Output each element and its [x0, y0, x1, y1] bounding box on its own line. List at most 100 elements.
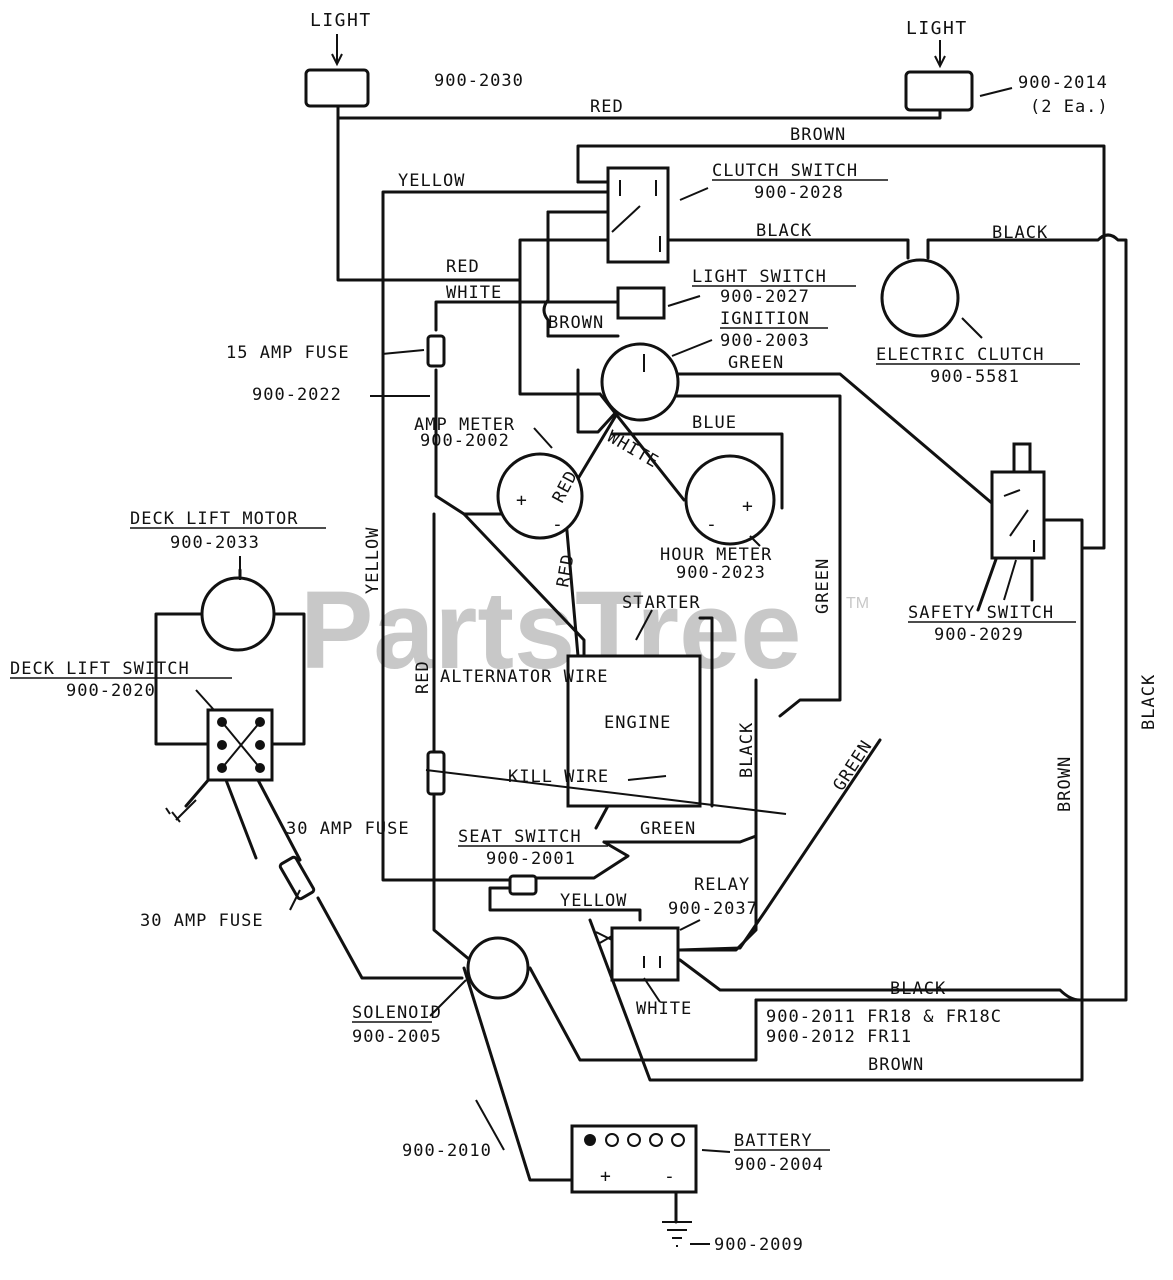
label-wire-green-seat: GREEN — [640, 819, 696, 839]
label-deck-lift-motor: DECK LIFT MOTOR — [130, 509, 299, 529]
wire-red-solenoid — [432, 794, 472, 962]
battery-plus: + — [600, 1166, 612, 1187]
label-safety-switch-part: 900-2029 — [934, 625, 1024, 645]
light-switch — [616, 286, 666, 320]
label-wire-red-top: RED — [590, 97, 624, 117]
wire-engine-right — [698, 616, 714, 808]
battery-minus: - — [664, 1166, 676, 1187]
fuse-15-amp — [426, 334, 446, 368]
label-light-switch-part: 900-2027 — [720, 287, 810, 307]
label-fuse-30-a: 30 AMP FUSE — [286, 819, 410, 839]
label-seat-switch: SEAT SWITCH — [458, 827, 582, 847]
hour-meter-plus: + — [742, 496, 754, 517]
label-wire-yellow-vert: YELLOW — [363, 527, 383, 594]
label-wire-brown-switch: BROWN — [548, 313, 604, 333]
label-amp-meter: AMP METER — [414, 415, 515, 435]
wire-green-diag — [678, 738, 882, 952]
label-relay: RELAY — [694, 875, 750, 895]
deck-lift-motor — [200, 576, 276, 652]
label-ignition-part: 900-2003 — [720, 331, 810, 351]
label-wire-white-switch: WHITE — [446, 283, 502, 303]
label-cable-pos: 900-2010 — [402, 1141, 492, 1161]
wire-black-right — [754, 233, 1128, 1002]
amp-meter-minus: - — [552, 514, 564, 535]
light-left — [304, 68, 370, 108]
label-wire-black-bottom: BLACK — [890, 979, 946, 999]
label-wire-brown-top: BROWN — [790, 125, 846, 145]
amp-meter — [496, 452, 584, 540]
label-wire-blue: BLUE — [692, 413, 737, 433]
clutch-switch — [606, 166, 670, 264]
label-wire-black-right: BLACK — [992, 223, 1048, 243]
label-light-right-part: 900-2014 — [1018, 73, 1108, 93]
fuse-30-amp-vertical — [426, 750, 446, 796]
engine — [566, 654, 702, 808]
wire-left-light-down — [336, 116, 522, 282]
solenoid — [466, 936, 530, 1000]
label-fuse-15: 15 AMP FUSE — [226, 343, 350, 363]
label-light-right-qty: (2 Ea.) — [1030, 97, 1109, 117]
label-starter: STARTER — [622, 593, 701, 613]
label-cable-neg-2: 900-2012 FR11 — [766, 1027, 912, 1047]
label-light-wire-part: 900-2030 — [434, 71, 524, 91]
wire-black-clutch — [664, 238, 910, 260]
label-wire-green-ign: GREEN — [728, 353, 784, 373]
label-wire-yellow-seat: YELLOW — [560, 891, 627, 911]
label-wire-black-clutch: BLACK — [756, 221, 812, 241]
label-wire-white-relay: WHITE — [636, 999, 692, 1019]
hour-meter — [684, 454, 776, 546]
label-light-right: LIGHT — [906, 18, 968, 39]
label-light-left: LIGHT — [310, 10, 372, 31]
wire-brown-top — [576, 144, 1106, 550]
label-relay-part: 900-2037 — [668, 899, 758, 919]
wire-black-vert — [602, 678, 758, 844]
deck-ground-icon — [165, 799, 197, 823]
label-clutch-switch-part: 900-2028 — [754, 183, 844, 203]
label-alternator: ALTERNATOR WIRE — [440, 667, 609, 687]
relay — [610, 926, 680, 982]
label-wire-red-switch: RED — [446, 257, 480, 277]
seat-switch — [508, 874, 538, 896]
wire-15a-amp — [434, 368, 522, 516]
wire-to-starter — [462, 512, 586, 658]
label-fuse-30-b: 30 AMP FUSE — [140, 911, 264, 931]
wire-seat — [534, 840, 630, 880]
label-safety-switch: SAFETY SWITCH — [908, 603, 1054, 623]
ignition — [600, 342, 680, 422]
fuse-30-amp-diagonal — [278, 855, 316, 901]
label-solenoid: SOLENOID — [352, 1003, 442, 1023]
label-amp-meter-part: 900-2002 — [420, 431, 510, 451]
label-hour-meter: HOUR METER — [660, 545, 772, 565]
label-cable-neg-1: 900-2011 FR18 & FR18C — [766, 1007, 1002, 1027]
label-wire-black-vert: BLACK — [737, 722, 757, 778]
wire-deck-ground — [184, 776, 212, 808]
wire-deck-right — [270, 612, 306, 746]
ground-icon — [662, 1221, 692, 1247]
label-wire-black-far: BLACK — [1139, 674, 1159, 730]
safety-switch — [990, 470, 1046, 560]
wire-yellow-seat — [381, 868, 512, 882]
wire-clutch-red — [518, 238, 610, 396]
label-electric-clutch-part: 900-5581 — [930, 367, 1020, 387]
label-electric-clutch: ELECTRIC CLUTCH — [876, 345, 1045, 365]
label-wire-yellow-clutch: YELLOW — [398, 171, 465, 191]
label-ignition: IGNITION — [720, 309, 810, 329]
wire-deck-a — [224, 778, 258, 860]
amp-meter-plus: + — [516, 490, 528, 511]
label-wire-green-diag: GREEN — [829, 737, 876, 795]
label-wire-red-vert: RED — [413, 660, 433, 694]
label-deck-lift-switch: DECK LIFT SWITCH — [10, 659, 190, 679]
label-hour-meter-part: 900-2023 — [676, 563, 766, 583]
wire-solenoid-loop — [528, 966, 758, 1062]
label-battery: BATTERY — [734, 1131, 813, 1151]
wire-blue — [610, 432, 784, 510]
label-solenoid-part: 900-2005 — [352, 1027, 442, 1047]
wire-green-vert — [674, 394, 842, 718]
label-light-switch: LIGHT SWITCH — [692, 267, 827, 287]
light-right — [904, 70, 974, 112]
wire-deck-solenoid — [316, 896, 464, 980]
label-battery-part: 900-2004 — [734, 1155, 824, 1175]
label-deck-lift-switch-part: 900-2020 — [66, 681, 156, 701]
